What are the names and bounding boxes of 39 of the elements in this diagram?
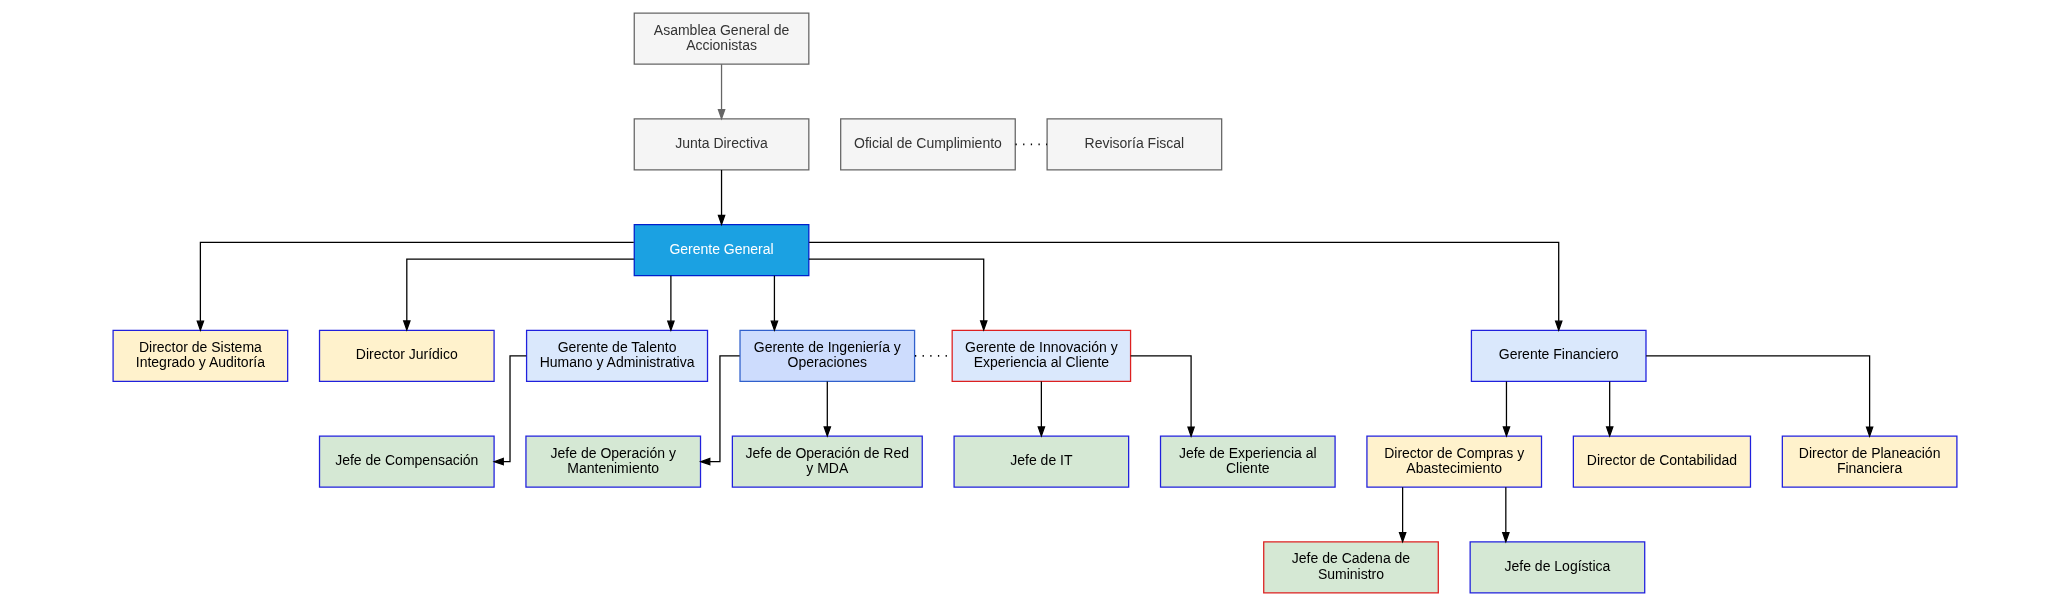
arrow [1129, 355, 1195, 438]
arrow [1501, 486, 1510, 544]
arrow [717, 169, 726, 227]
node-box: Gerente de Talento Humano y Administrativa [525, 329, 708, 382]
arrow [822, 380, 831, 438]
node-box: Jefe de IT [952, 435, 1129, 488]
arrow [1645, 355, 1874, 438]
arrow [717, 63, 726, 121]
node-box: Director de Contabilidad [1572, 435, 1751, 488]
node-box: Junta Directiva [633, 118, 809, 171]
arrow [195, 241, 634, 333]
node-box: Asamblea General de Accionistas [633, 12, 809, 65]
node-box: Jefe de Operación y Mantenimiento [524, 435, 701, 488]
arrow [1605, 380, 1614, 438]
arrow [402, 258, 634, 332]
node-box: Gerente de Ingeniería y Operaciones [738, 329, 915, 382]
arrow [1036, 380, 1045, 438]
node-box: Director de Compras y Abastecimiento [1365, 435, 1542, 488]
node-box: Gerente de Innovación y Experiencia al Cliente [951, 329, 1131, 382]
arrow [666, 275, 675, 333]
node-box: Director Jurídico [318, 329, 495, 382]
node-box: Oficial de Cumplimiento [839, 118, 1016, 171]
node-box: Jefe de Cadena de Suministro [1262, 541, 1439, 594]
node-box: Revisoría Fiscal [1045, 118, 1222, 171]
node-box: Gerente General [633, 224, 809, 277]
node-box: Jefe de Logística [1469, 541, 1645, 594]
arrow [1398, 486, 1407, 544]
node-box: Gerente Financiero [1470, 329, 1647, 382]
arrow [769, 275, 778, 333]
arrow [1501, 380, 1510, 438]
arrow [698, 355, 740, 466]
node-box: Director de Sistema Integrado y Auditoría [111, 329, 288, 382]
arrow [807, 258, 988, 332]
node-box: Director de Planeación Financiera [1781, 435, 1958, 488]
node-box: Jefe de Operación de Red y MDA [731, 435, 923, 488]
arrow [808, 241, 1563, 333]
node-box: Jefe de Compensación [318, 435, 495, 488]
node-box: Jefe de Experiencia al Cliente [1159, 435, 1336, 488]
arrow [491, 355, 527, 466]
